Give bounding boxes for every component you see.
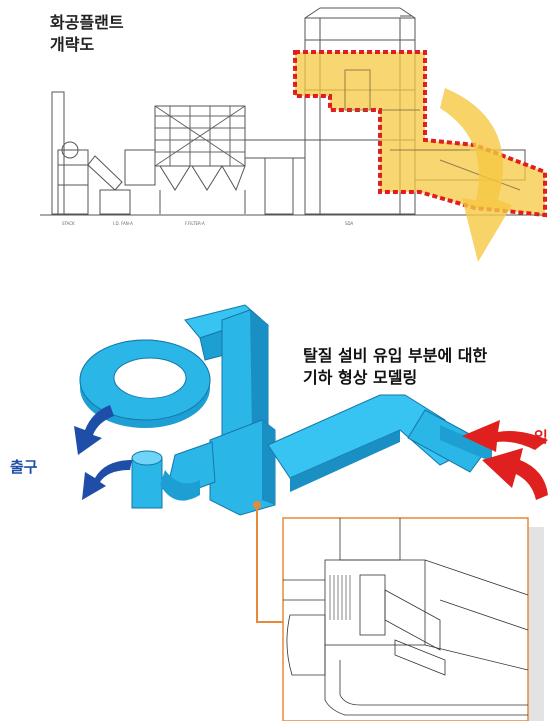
inlet-arrow-upper <box>462 420 548 452</box>
model-desc-line2: 기하 형상 모델링 <box>303 368 418 387</box>
label-sda: SDA <box>345 221 354 226</box>
callout-frame <box>282 517 529 721</box>
outlet-arrow-upper <box>74 405 114 455</box>
label-stack: STACK <box>62 221 75 226</box>
yellow-curved-arrow <box>440 88 512 262</box>
plant-title-line1: 화공플랜트 <box>50 13 124 32</box>
filter-inlet-duct <box>124 149 156 186</box>
plant-diagram-title: 화공플랜트 개략도 <box>50 12 124 56</box>
model-description: 탈질 설비 유입 부분에 대한 기하 형상 모델링 <box>303 345 487 389</box>
stack-frame <box>57 149 89 215</box>
ring-duct <box>79 339 211 428</box>
plant-title-line2: 개략도 <box>50 35 95 54</box>
inlet-arrow-lower <box>482 448 548 500</box>
label-f-filter: F.FILTER-A <box>185 221 205 226</box>
plant-schematic: STACK I.D. FAN-A F.FILTER-A SDA <box>40 7 547 262</box>
wireframe-detail <box>283 518 529 716</box>
outlet-label: 출구 <box>10 458 38 476</box>
stack-fan <box>61 141 79 159</box>
callout-line <box>256 505 283 623</box>
id-fan-duct <box>87 155 123 191</box>
label-id-fan: I.D. FAN-A <box>113 221 133 226</box>
outlet-arrow-lower <box>82 460 132 500</box>
model-desc-line1: 탈질 설비 유입 부분에 대한 <box>303 346 488 365</box>
id-fan <box>99 189 131 215</box>
inlet-label: 입 <box>534 428 548 446</box>
